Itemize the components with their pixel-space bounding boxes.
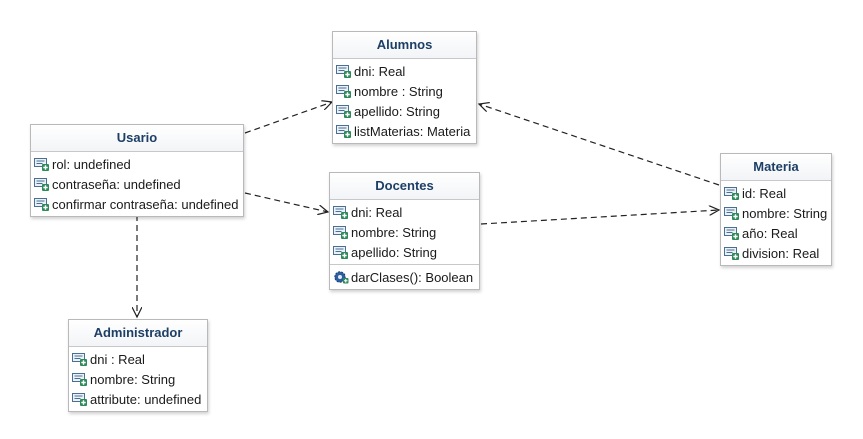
operation-icon xyxy=(333,270,349,284)
attribute-row[interactable]: attribute: undefined xyxy=(69,389,207,409)
class-materia-attributes: id: Real nombre: String año: Real divisi… xyxy=(721,181,831,265)
attribute-label: division: Real xyxy=(742,245,820,261)
attribute-row[interactable]: nombre : String xyxy=(333,81,476,101)
attribute-label: listMaterias: Materia xyxy=(354,123,471,139)
connector-docentes-materia xyxy=(480,210,719,225)
operation-label: darClases(): Boolean xyxy=(351,269,474,285)
attribute-row[interactable]: nombre: String xyxy=(69,369,207,389)
attribute-row[interactable]: apellido: String xyxy=(330,242,479,262)
attribute-label: dni: Real xyxy=(351,204,403,220)
class-docentes[interactable]: Docentes dni: Real nombre: String apelli… xyxy=(329,172,480,290)
attribute-label: nombre: String xyxy=(742,205,828,221)
class-materia[interactable]: Materia id: Real nombre: String año: Rea… xyxy=(720,153,832,266)
attribute-icon xyxy=(724,186,740,200)
attribute-icon xyxy=(336,84,352,98)
attribute-label: apellido: String xyxy=(351,244,437,260)
attribute-row[interactable]: nombre: String xyxy=(721,203,831,223)
class-docentes-title: Docentes xyxy=(330,173,479,200)
attribute-icon xyxy=(724,226,740,240)
class-alumnos-title: Alumnos xyxy=(333,32,476,59)
attribute-row[interactable]: division: Real xyxy=(721,243,831,263)
connector-materia-alumnos xyxy=(479,104,720,186)
class-alumnos-attributes: dni: Real nombre : String apellido: Stri… xyxy=(333,59,476,143)
class-alumnos[interactable]: Alumnos dni: Real nombre : String apelli… xyxy=(332,31,477,144)
attribute-icon xyxy=(34,177,50,191)
attribute-row[interactable]: listMaterias: Materia xyxy=(333,121,476,141)
attribute-label: nombre: String xyxy=(90,371,176,387)
attribute-icon xyxy=(336,104,352,118)
attribute-icon xyxy=(34,197,50,211)
class-administrador-title: Administrador xyxy=(69,320,207,347)
attribute-row[interactable]: rol: undefined xyxy=(31,154,243,174)
attribute-label: año: Real xyxy=(742,225,798,241)
attribute-icon xyxy=(724,246,740,260)
attribute-label: contraseña: undefined xyxy=(52,176,181,192)
attribute-icon xyxy=(333,245,349,259)
attribute-label: apellido: String xyxy=(354,103,440,119)
attribute-icon xyxy=(72,392,88,406)
attribute-row[interactable]: año: Real xyxy=(721,223,831,243)
attribute-icon xyxy=(72,352,88,366)
attribute-label: attribute: undefined xyxy=(90,391,202,407)
class-usario-title: Usario xyxy=(31,125,243,152)
attribute-icon xyxy=(34,157,50,171)
attribute-row[interactable]: dni: Real xyxy=(333,61,476,81)
attribute-icon xyxy=(72,372,88,386)
class-administrador-attributes: dni : Real nombre: String attribute: und… xyxy=(69,347,207,411)
connector-usario-docentes xyxy=(244,192,328,212)
attribute-icon xyxy=(333,225,349,239)
class-administrador[interactable]: Administrador dni : Real nombre: String … xyxy=(68,319,208,412)
class-docentes-attributes: dni: Real nombre: String apellido: Strin… xyxy=(330,200,479,264)
attribute-row[interactable]: apellido: String xyxy=(333,101,476,121)
class-materia-title: Materia xyxy=(721,154,831,181)
attribute-label: dni : Real xyxy=(90,351,145,367)
attribute-icon xyxy=(336,64,352,78)
attribute-label: nombre : String xyxy=(354,83,443,99)
class-usario-attributes: rol: undefined contraseña: undefined con… xyxy=(31,152,243,216)
attribute-label: nombre: String xyxy=(351,224,437,240)
attribute-icon xyxy=(724,206,740,220)
connector-usario-alumnos xyxy=(244,102,332,134)
attribute-row[interactable]: dni : Real xyxy=(69,349,207,369)
attribute-row[interactable]: confirmar contraseña: undefined xyxy=(31,194,243,214)
attribute-label: rol: undefined xyxy=(52,156,131,172)
attribute-label: id: Real xyxy=(742,185,787,201)
class-docentes-operations: darClases(): Boolean xyxy=(330,264,479,289)
attribute-row[interactable]: dni: Real xyxy=(330,202,479,222)
attribute-label: dni: Real xyxy=(354,63,406,79)
attribute-row[interactable]: contraseña: undefined xyxy=(31,174,243,194)
attribute-icon xyxy=(336,124,352,138)
attribute-row[interactable]: id: Real xyxy=(721,183,831,203)
operation-row[interactable]: darClases(): Boolean xyxy=(330,267,479,287)
attribute-icon xyxy=(333,205,349,219)
class-usario[interactable]: Usario rol: undefined contraseña: undefi… xyxy=(30,124,244,217)
attribute-label: confirmar contraseña: undefined xyxy=(52,196,239,212)
attribute-row[interactable]: nombre: String xyxy=(330,222,479,242)
